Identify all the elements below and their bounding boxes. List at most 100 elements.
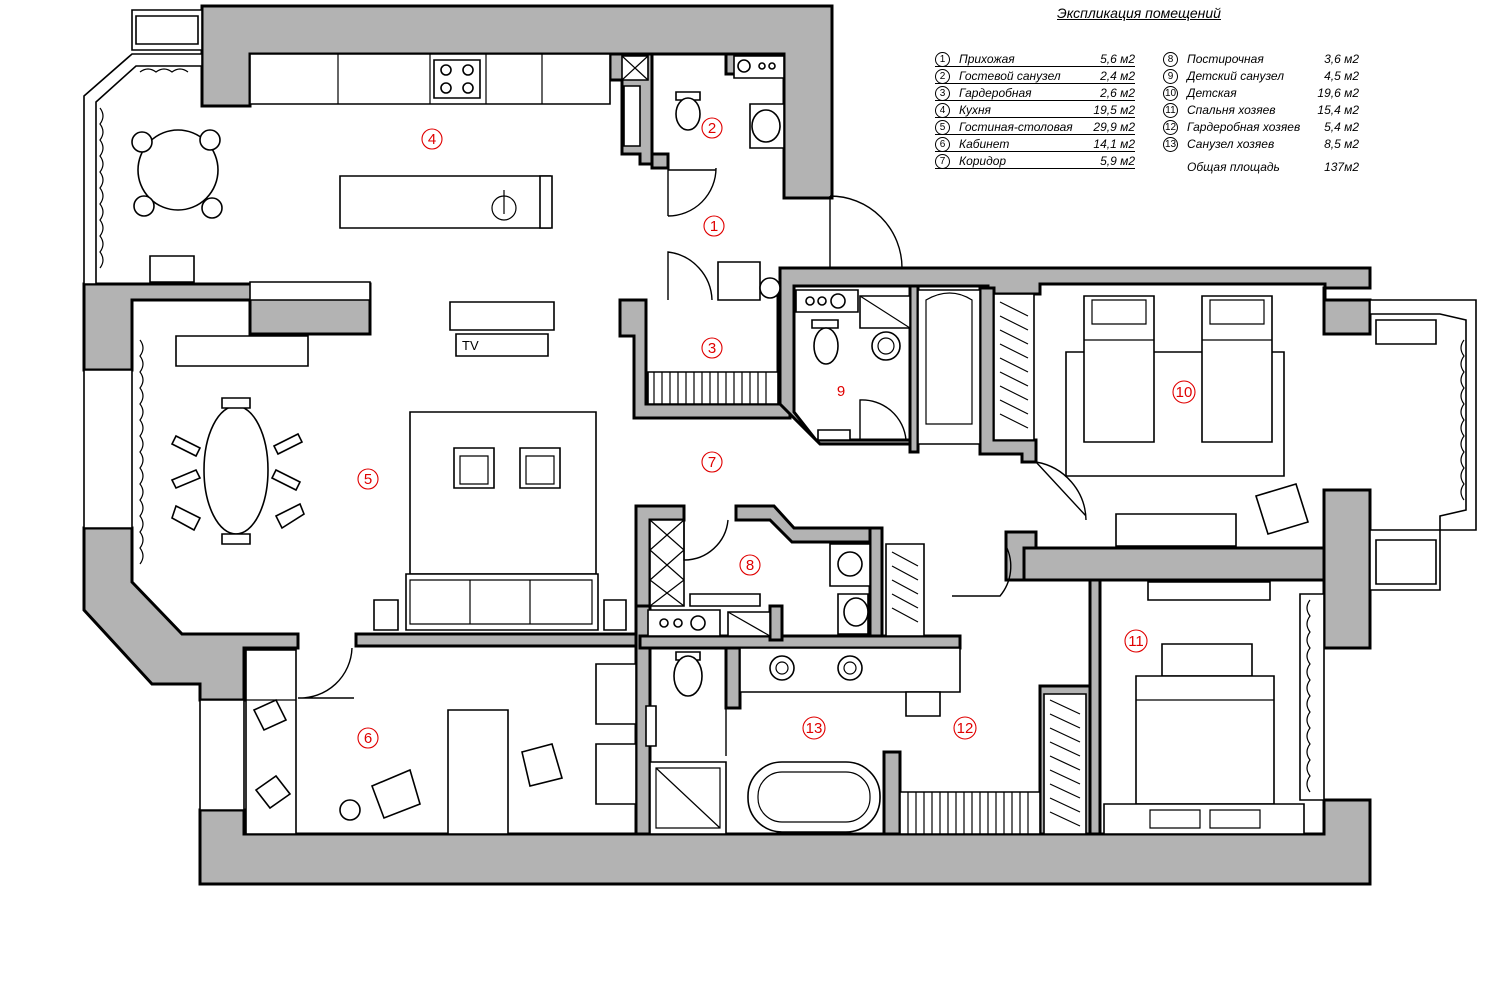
legend-room-area: 14,1 м2 <box>1093 137 1135 151</box>
legend-underline <box>935 83 1135 84</box>
legend-total: Общая площадь 137м2 <box>1187 160 1359 177</box>
room-number-11: 11 <box>1124 629 1148 653</box>
room-number-6: 6 <box>357 727 379 749</box>
living-furniture: TV <box>170 301 627 631</box>
legend-room-name: Кабинет <box>959 137 1010 151</box>
legend-row: 3 Гардеробная 2,6 м2 <box>935 86 1135 103</box>
legend-room-number: 5 <box>935 120 950 135</box>
legend-room-name: Коридор <box>959 154 1007 168</box>
legend-room-area: 8,5 м2 <box>1324 137 1359 151</box>
legend-total-value: 137м2 <box>1324 160 1359 174</box>
legend-room-area: 5,9 м2 <box>1100 154 1135 168</box>
legend-room-area: 15,4 м2 <box>1317 103 1359 117</box>
legend-room-number: 11 <box>1163 103 1178 118</box>
legend-row: 7 Коридор 5,9 м2 <box>935 154 1135 171</box>
doors <box>297 167 1087 756</box>
legend-room-area: 3,6 м2 <box>1324 52 1359 66</box>
laundry-furniture <box>647 519 925 637</box>
legend-row: 6 Кабинет 14,1 м2 <box>935 137 1135 154</box>
room-number-3: 3 <box>701 337 723 359</box>
curtains <box>99 68 1465 793</box>
legend-room-name: Гардеробная хозяев <box>1187 120 1301 134</box>
kitchen-furniture <box>131 53 611 283</box>
guest-wc-furniture <box>621 55 785 149</box>
legend-row: 4 Кухня 19,5 м2 <box>935 103 1135 120</box>
svg-text:5: 5 <box>364 471 372 488</box>
windows <box>83 9 1477 811</box>
room-number-4: 4 <box>421 128 443 150</box>
bedroom-furniture <box>1103 581 1305 835</box>
legend-room-number: 3 <box>935 86 950 101</box>
legend-room-name: Гостевой санузел <box>959 69 1061 83</box>
svg-text:13: 13 <box>806 720 823 737</box>
legend-room-area: 4,5 м2 <box>1324 69 1359 83</box>
legend-room-number: 13 <box>1163 137 1178 152</box>
room-number-13: 13 <box>802 716 826 740</box>
svg-text:1: 1 <box>710 218 718 235</box>
legend-room-name: Детский санузел <box>1187 69 1284 83</box>
legend-row: 12 Гардеробная хозяев 5,4 м2 <box>1163 120 1359 137</box>
master-bath-furniture <box>645 647 1087 835</box>
room-number-12: 12 <box>953 716 977 740</box>
legend-underline <box>935 66 1135 67</box>
legend-column-right: 8 Постирочная 3,6 м2 9 Детский санузел 4,5 м2… <box>1163 52 1359 154</box>
legend-underline <box>935 134 1135 135</box>
legend-room-number: 9 <box>1163 69 1178 84</box>
legend-row: 2 Гостевой санузел 2,4 м2 <box>935 69 1135 86</box>
legend-room-name: Кухня <box>959 103 991 117</box>
legend-room-name: Постирочная <box>1187 52 1264 66</box>
legend-room-area: 5,6 м2 <box>1100 52 1135 66</box>
room-numbers: 1 2 3 4 5 6 7 8 9 10 11 12 13 <box>357 117 1196 749</box>
legend-room-number: 12 <box>1163 120 1178 135</box>
legend-row: 11 Спальня хозяев 15,4 м2 <box>1163 103 1359 120</box>
legend-room-name: Спальня хозяев <box>1187 103 1276 117</box>
legend-underline <box>935 168 1135 169</box>
svg-text:3: 3 <box>708 340 716 357</box>
legend-row: 9 Детский санузел 4,5 м2 <box>1163 69 1359 86</box>
legend-room-number: 1 <box>935 52 950 67</box>
legend-underline <box>935 100 1135 101</box>
legend-room-area: 2,4 м2 <box>1100 69 1135 83</box>
bath9-furniture <box>647 261 981 445</box>
svg-text:4: 4 <box>428 131 436 148</box>
legend-room-number: 8 <box>1163 52 1178 67</box>
legend-room-number: 2 <box>935 69 950 84</box>
svg-text:7: 7 <box>708 454 716 471</box>
svg-text:2: 2 <box>708 120 716 137</box>
legend-room-name: Детская <box>1187 86 1237 100</box>
svg-text:12: 12 <box>957 720 974 737</box>
legend-room-number: 4 <box>935 103 950 118</box>
legend-total-label: Общая площадь <box>1187 160 1280 174</box>
legend-row: 1 Прихожая 5,6 м2 <box>935 52 1135 69</box>
legend-underline <box>935 117 1135 118</box>
svg-text:6: 6 <box>364 730 372 747</box>
legend-room-area: 19,5 м2 <box>1093 103 1135 117</box>
room-number-9: 9 <box>837 383 845 400</box>
legend-room-name: Гардеробная <box>959 86 1032 100</box>
legend-room-area: 19,6 м2 <box>1317 86 1359 100</box>
legend-room-name: Гостиная-столовая <box>959 120 1073 134</box>
legend-title: Экспликация помещений <box>1057 5 1221 21</box>
room-number-1: 1 <box>703 215 725 237</box>
legend-room-number: 6 <box>935 137 950 152</box>
room-number-7: 7 <box>701 451 723 473</box>
legend-room-number: 7 <box>935 154 950 169</box>
legend-row: 5 Гостиная-столовая 29,9 м2 <box>935 120 1135 137</box>
legend-room-area: 2,6 м2 <box>1100 86 1135 100</box>
room-number-2: 2 <box>701 117 723 139</box>
tv-label: TV <box>462 338 479 353</box>
legend-room-area: 29,9 м2 <box>1093 120 1135 134</box>
legend-room-area: 5,4 м2 <box>1324 120 1359 134</box>
child-room-furniture <box>993 293 1310 547</box>
legend-room-name: Прихожая <box>959 52 1015 66</box>
room-number-10: 10 <box>1172 380 1196 404</box>
svg-text:10: 10 <box>1176 384 1193 401</box>
svg-text:8: 8 <box>746 557 754 574</box>
legend-underline <box>935 151 1135 152</box>
svg-text:11: 11 <box>1128 633 1144 650</box>
svg-text:9: 9 <box>837 383 845 400</box>
